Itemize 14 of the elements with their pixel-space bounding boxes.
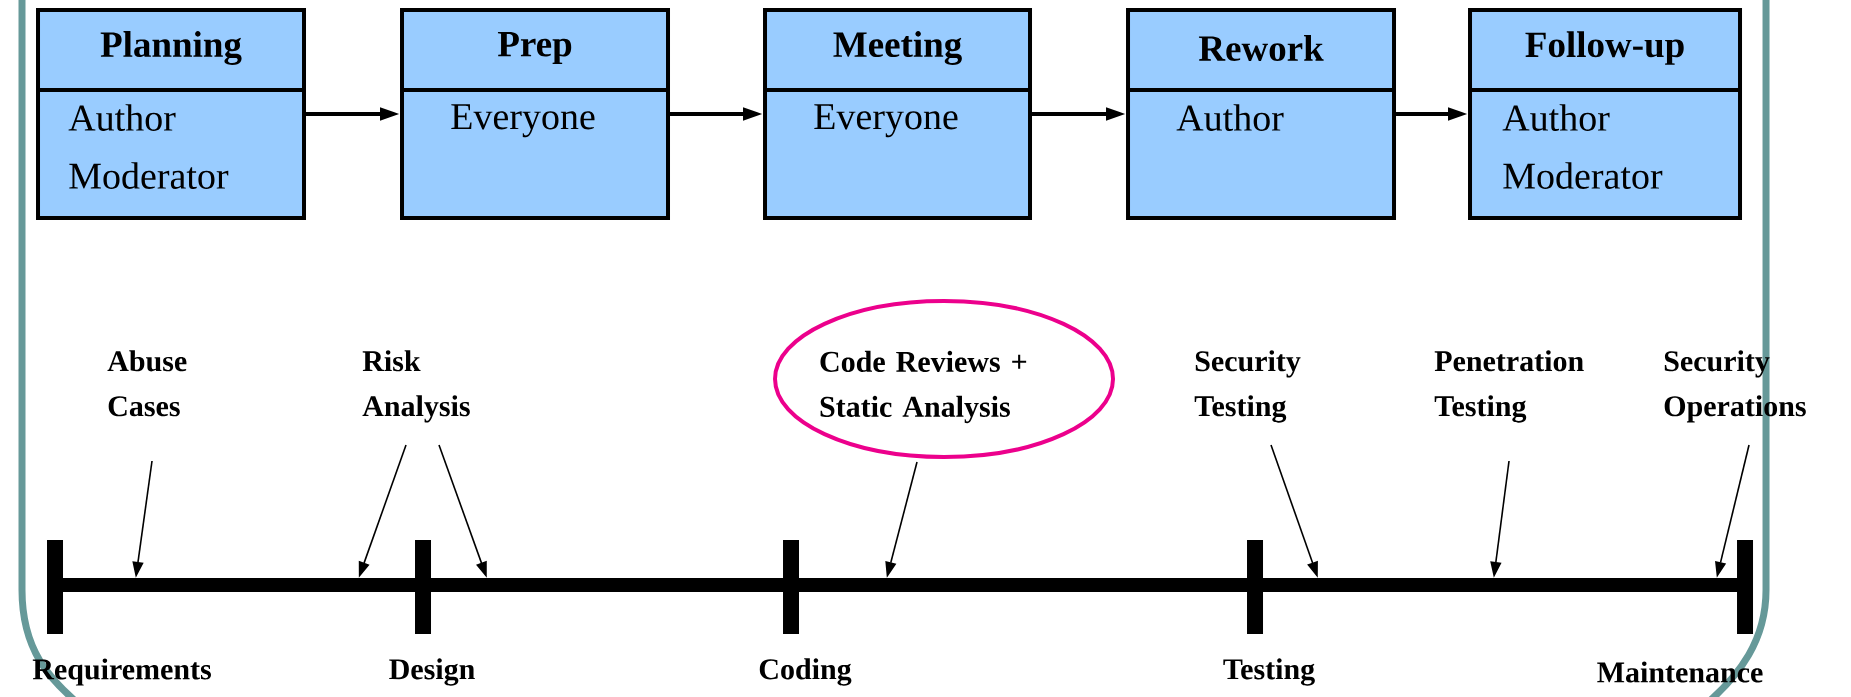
- process-box: Follow-up Author Moderator: [1468, 8, 1742, 220]
- process-box: Planning Author Moderator: [36, 8, 306, 220]
- annotation-text: Risk Analysis: [362, 350, 470, 423]
- timeline: [47, 540, 1753, 634]
- annotation-text: Abuse Cases: [107, 350, 187, 417]
- process-box: Rework Author: [1126, 8, 1396, 220]
- annotation-text: Penetration Testing: [1434, 350, 1584, 423]
- annotation-text: Security Testing: [1194, 350, 1301, 423]
- phase-label: Coding: [759, 658, 852, 686]
- highlighted-annotation: Code Reviews + Static Analysis: [773, 299, 1115, 459]
- phase-label: Design: [389, 658, 475, 686]
- process-box: Meeting Everyone: [763, 8, 1032, 220]
- process-box: Prep Everyone: [400, 8, 670, 220]
- phase-label: Testing: [1223, 658, 1315, 686]
